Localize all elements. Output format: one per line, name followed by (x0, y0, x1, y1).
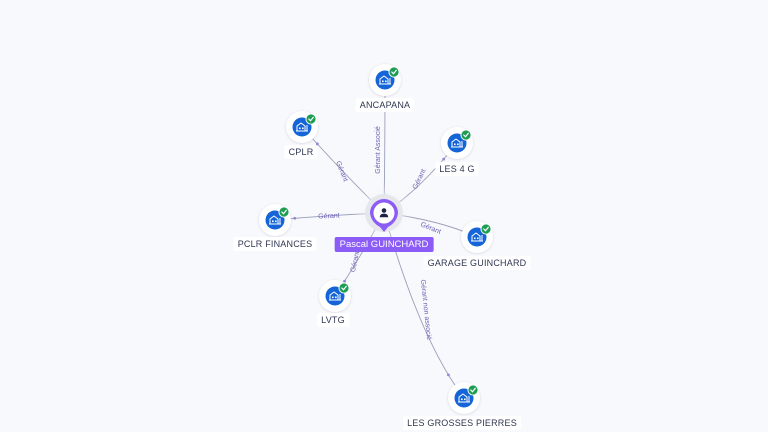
building-icon (296, 122, 308, 132)
edge-arrow-marker (442, 157, 446, 161)
company-label-les-4-g[interactable]: LES 4 G (435, 162, 479, 176)
building-icon (471, 232, 483, 242)
edge-arrow-marker (293, 216, 297, 220)
company-node-les-4-g[interactable] (441, 127, 473, 159)
company-label-garage-guinchard[interactable]: GARAGE GUINCHARD (423, 256, 531, 270)
company-node-pclr-finances[interactable] (259, 204, 291, 236)
relation-label: Gérant (350, 250, 361, 272)
company-label-ancapana[interactable]: ANCAPANA (355, 98, 415, 112)
verified-check-icon (460, 129, 472, 141)
company-node-cplr[interactable] (286, 111, 318, 143)
edge-arrow-marker (447, 373, 450, 377)
edge-arrow-marker (343, 279, 346, 283)
verified-check-icon (278, 206, 290, 218)
company-node-garage-guinchard[interactable] (461, 221, 493, 253)
person-label[interactable]: Pascal GUINCHARD (334, 237, 434, 252)
company-node-ancapana[interactable] (369, 64, 401, 96)
building-icon (379, 75, 391, 85)
relation-label: Gérant (318, 212, 340, 220)
edge-arrow-marker (315, 142, 319, 146)
building-icon (329, 291, 341, 301)
verified-check-icon (388, 66, 400, 78)
verified-check-icon (338, 282, 350, 294)
company-label-les-grosses-pierres[interactable]: LES GROSSES PIERRES (403, 416, 521, 430)
building-icon (451, 138, 463, 148)
company-label-pclr-finances[interactable]: PCLR FINANCES (233, 237, 317, 251)
verified-check-icon (467, 384, 479, 396)
verified-check-icon (480, 223, 492, 235)
person-node-center[interactable] (354, 183, 414, 243)
relation-label: Gérant Associé (375, 126, 382, 174)
verified-check-icon (305, 113, 317, 125)
person-icon (379, 208, 389, 218)
company-label-lvtg[interactable]: LVTG (317, 313, 349, 327)
building-icon (458, 393, 470, 403)
company-node-les-grosses-pierres[interactable] (448, 382, 480, 414)
center-inner-circle (373, 202, 395, 224)
relation-label: Gérant (334, 160, 349, 183)
company-label-cplr[interactable]: CPLR (284, 145, 318, 159)
company-node-lvtg[interactable] (319, 280, 351, 312)
building-icon (269, 215, 281, 225)
relation-label: Gérant non associé (419, 279, 432, 340)
